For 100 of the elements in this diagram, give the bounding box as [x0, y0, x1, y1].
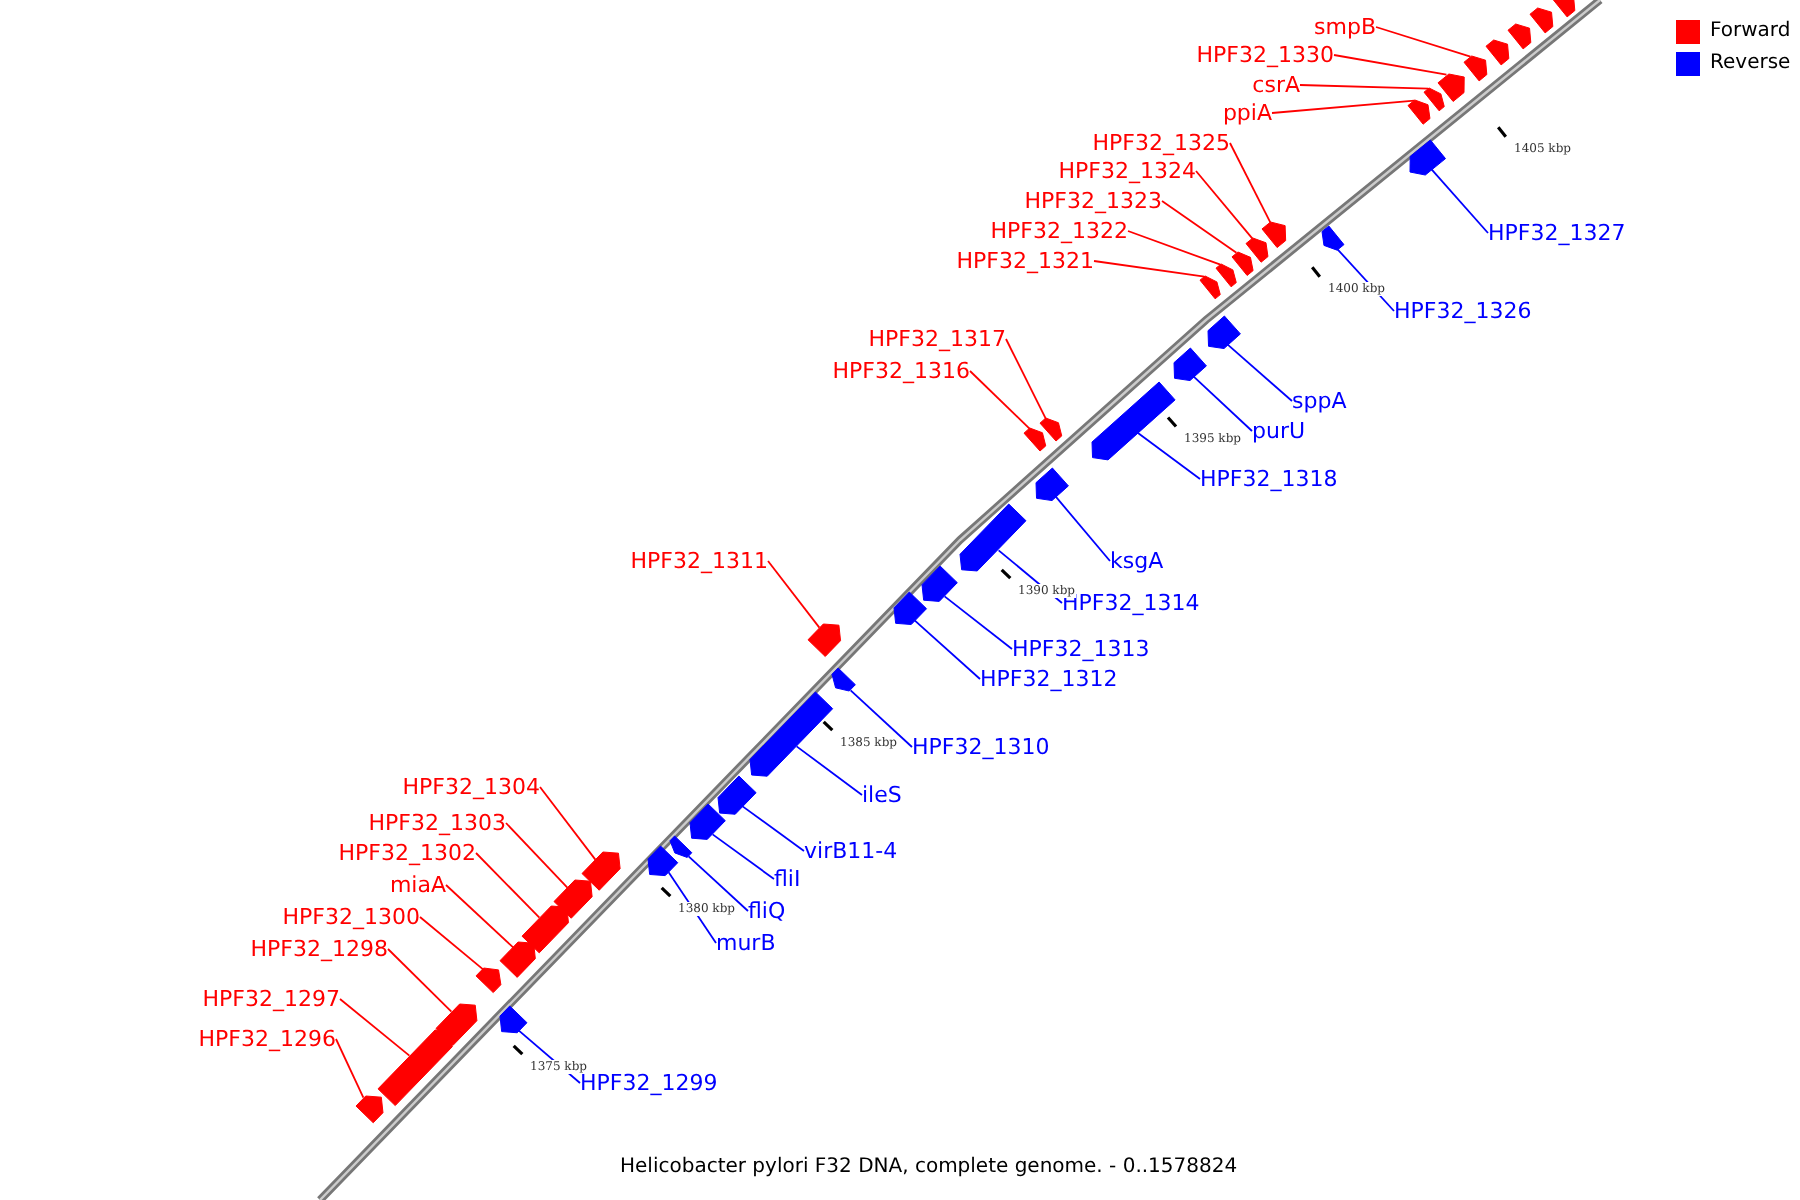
gene-block: [648, 845, 679, 876]
leader-line: [1227, 344, 1293, 402]
gene-label: HPF32_1312: [980, 666, 1118, 692]
gene-label: HPF32_1297: [202, 986, 340, 1012]
gene-label: smpB: [1314, 14, 1376, 40]
gene-block: [1035, 468, 1068, 501]
gene-block: [689, 804, 726, 841]
leader-line: [1333, 54, 1448, 76]
gene-block: [960, 504, 1027, 572]
gene-block: [1485, 40, 1509, 65]
leader-line: [1005, 338, 1047, 420]
gene-label: ksgA: [1110, 548, 1164, 574]
leader-line: [387, 948, 453, 1013]
leader-line: [1229, 142, 1272, 224]
gene-label: purU: [1252, 418, 1306, 444]
gene-label: HPF32_1298: [250, 936, 388, 962]
leader-line: [335, 1038, 365, 1099]
leader-line: [943, 595, 1013, 650]
leader-line: [849, 689, 913, 748]
gene-block: [553, 880, 592, 919]
leader-line: [687, 855, 749, 912]
gene-label: HPF32_1323: [1024, 188, 1162, 214]
leader-line: [505, 822, 569, 889]
gene-block: [1551, 0, 1575, 17]
gene-label: ppiA: [1222, 100, 1272, 126]
leader-line: [1299, 84, 1430, 90]
gene-block: [1463, 56, 1487, 81]
gene-block: [893, 592, 926, 625]
gene-block: [1231, 252, 1253, 276]
gene-block: [1040, 418, 1063, 442]
gene-block: [670, 835, 693, 857]
gene-label: fliI: [774, 866, 801, 892]
gene-label: HPF32_1296: [198, 1026, 336, 1052]
gene-block: [1437, 73, 1464, 101]
gene-label: HPF32_1326: [1394, 298, 1532, 324]
legend-label: Reverse: [1710, 50, 1791, 76]
gene-block: [718, 775, 757, 814]
gene-block: [1092, 381, 1176, 460]
leader-line: [741, 805, 805, 852]
gene-label: virB11-4: [804, 838, 898, 864]
gene-label: HPF32_1303: [368, 810, 506, 836]
leader-line: [711, 833, 775, 880]
gene-label: HPF32_1310: [912, 734, 1050, 760]
leader-line: [1271, 99, 1416, 114]
leader-line: [1430, 168, 1489, 234]
gene-block: [1262, 222, 1287, 248]
gene-block: [1423, 88, 1444, 112]
leader-line: [1127, 230, 1222, 266]
gene-block: [1024, 428, 1047, 452]
leader-line: [1055, 496, 1111, 562]
gene-label: HPF32_1300: [282, 904, 420, 930]
gene-label: ileS: [862, 782, 902, 808]
gene-label: murB: [716, 930, 776, 956]
gene-label: HPF32_1324: [1058, 158, 1196, 184]
leader-line: [339, 998, 411, 1057]
gene-block: [1507, 24, 1531, 49]
gene-block: [499, 1005, 527, 1032]
gene-block: [1246, 238, 1269, 263]
gene-label: HPF32_1322: [990, 218, 1128, 244]
gene-block: [581, 852, 620, 891]
gene-label: sppA: [1292, 388, 1347, 414]
gene-block: [377, 1029, 452, 1106]
gene-block: [1321, 225, 1344, 250]
gene-label: csrA: [1252, 72, 1300, 98]
legend-label: Forward: [1710, 18, 1791, 44]
gene-block: [476, 968, 502, 994]
gene-block: [1207, 316, 1240, 349]
gene-label: HPF32_1318: [1200, 466, 1338, 492]
gene-block: [436, 1003, 477, 1045]
gene-label: HPF32_1325: [1092, 130, 1230, 156]
leader-line: [539, 786, 597, 861]
gene-block: [1173, 348, 1206, 381]
gene-label: fliQ: [748, 898, 786, 924]
gene-label: HPF32_1317: [868, 326, 1006, 352]
gene-block: [521, 906, 568, 953]
leader-line: [795, 745, 863, 796]
gene-label: HPF32_1302: [338, 840, 476, 866]
gene-label: HPF32_1311: [630, 548, 768, 574]
leader-line: [1193, 376, 1253, 432]
gene-block: [921, 566, 958, 603]
gene-label: HPF32_1304: [402, 774, 540, 800]
gene-block: [355, 1096, 382, 1123]
gene-block: [1408, 100, 1431, 125]
gene-label: HPF32_1321: [956, 248, 1094, 274]
gene-block: [808, 623, 841, 656]
gene-block: [832, 667, 857, 691]
leader-line: [1137, 432, 1201, 480]
leader-line: [1161, 200, 1238, 254]
leader-line: [1195, 170, 1254, 240]
leader-line: [1093, 260, 1206, 278]
leader-line: [969, 370, 1031, 430]
caption: Helicobacter pylori F32 DNA, complete genome. - 0..1578824: [620, 1154, 1238, 1180]
gene-label: HPF32_1327: [1488, 220, 1626, 246]
gene-block: [1199, 276, 1220, 300]
gene-block: [750, 692, 833, 777]
gene-block: [1529, 8, 1553, 33]
gene-block: [1215, 264, 1236, 288]
gene-block: [500, 941, 537, 978]
gene-label: HPF32_1313: [1012, 636, 1150, 662]
gene-label: HPF32_1316: [832, 358, 970, 384]
